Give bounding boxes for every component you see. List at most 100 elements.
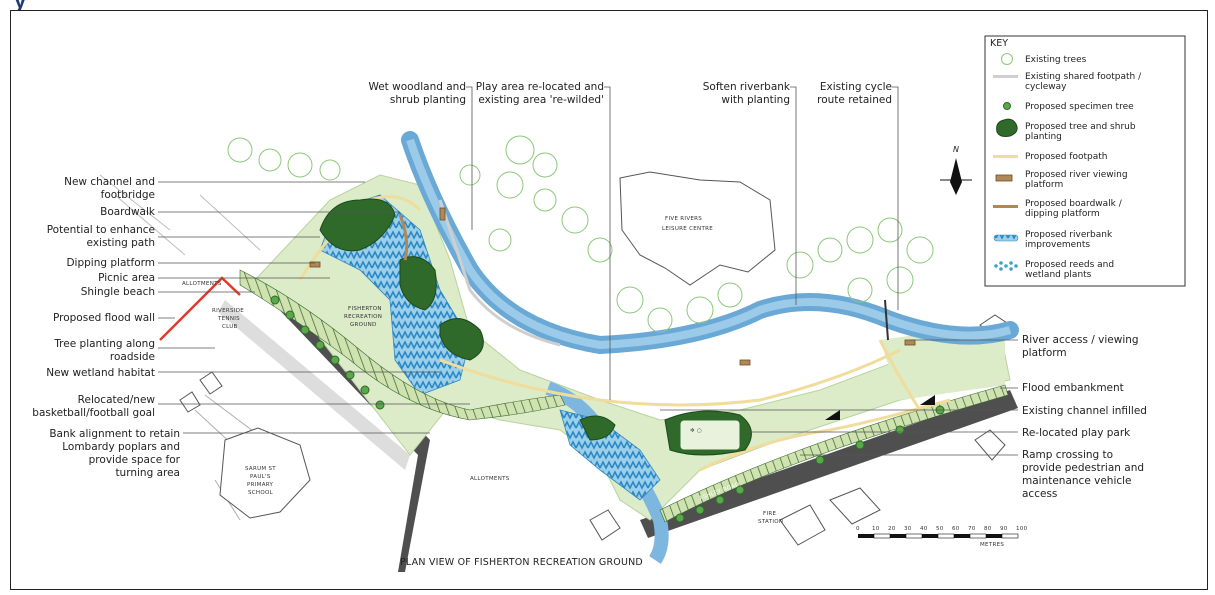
rec-ground-label-3: GROUND (350, 322, 377, 328)
svg-text:basketball/football goal: basketball/football goal (32, 407, 155, 419)
label-bank-4: turning area (115, 467, 180, 479)
reeds-wetland-icon (994, 261, 1018, 271)
label-basketball-2: basketball/football goal (32, 407, 155, 419)
north-label: N (953, 145, 959, 154)
tennis-label-2: TENNIS (217, 316, 240, 322)
shared-cycleway (438, 199, 561, 347)
svg-text:platform: platform (1025, 180, 1063, 190)
legend-item-shared-footpath: Existing shared footpath / cycleway (993, 72, 1142, 92)
label-wet-woodland-2: shrub planting (390, 94, 466, 106)
scale-unit: METRES (980, 542, 1004, 548)
map-title: PLAN VIEW OF FISHERTON RECREATION GROUND (400, 557, 643, 568)
label-play-area-1: Play area re-located and (476, 81, 604, 93)
svg-text:Proposed reeds and: Proposed reeds and (1025, 260, 1114, 270)
label-wet-woodland-1: Wet woodland and (368, 81, 466, 93)
label-ramp-3: maintenance vehicle (1022, 475, 1132, 487)
riverbank-improvement-icon (993, 234, 1019, 242)
allotments-top-label: ALLOTMENTS (182, 281, 222, 287)
rec-ground-label-2: RECREATION (344, 314, 382, 320)
scale-tick-label: 30 (904, 526, 912, 532)
svg-text:Potential to enhance: Potential to enhance (47, 224, 155, 236)
cycle-bridge (884, 299, 889, 341)
svg-text:Proposed boardwalk /: Proposed boardwalk / (1025, 199, 1123, 209)
proposed-footpath-icon (993, 155, 1018, 158)
existing-trees (227, 135, 934, 333)
label-dipping-platform: Dipping platform (66, 257, 155, 269)
scale-tick-label: 20 (888, 526, 896, 532)
play-park: ✲ ○ (679, 419, 741, 451)
leisure-label-1: FIVE RIVERS (665, 216, 702, 222)
school-label-1: SARUM ST (245, 466, 276, 472)
label-cycle-2: route retained (817, 94, 892, 106)
label-cycle-1: Existing cycle (820, 81, 892, 93)
label-flood-embankment: Flood embankment (1022, 382, 1124, 394)
school-label-3: PRIMARY (247, 482, 274, 488)
svg-text:Bank alignment to retain: Bank alignment to retain (49, 428, 180, 440)
svg-text:improvements: improvements (1025, 240, 1090, 250)
scale-tick-label: 40 (920, 526, 928, 532)
svg-text:New channel and: New channel and (64, 176, 155, 188)
svg-text:dipping platform: dipping platform (1025, 209, 1100, 219)
label-ramp-1: Ramp crossing to (1022, 449, 1113, 461)
existing-tree-icon (1001, 53, 1013, 65)
svg-text:Shingle beach: Shingle beach (81, 286, 155, 298)
fire-label-1: FIRE (763, 511, 777, 517)
label-tree-planting-2: roadside (110, 351, 155, 363)
tree-shrub-planting-icon (996, 118, 1018, 137)
scale-tick-label: 90 (1000, 526, 1008, 532)
svg-text:turning area: turning area (115, 467, 180, 479)
scale-tick-label: 50 (936, 526, 944, 532)
shared-footpath-icon (993, 75, 1018, 78)
label-tree-planting-1: Tree planting along (53, 338, 155, 350)
svg-text:Tree planting along: Tree planting along (53, 338, 155, 350)
label-play-area-2: existing area 're-wilded' (478, 94, 604, 106)
svg-text:Picnic area: Picnic area (98, 272, 155, 284)
legend-item-reeds: Proposed reeds and wetland plants (994, 260, 1114, 280)
allotments-bottom-label: ALLOTMENTS (470, 476, 510, 482)
label-new-channel-1: New channel and (64, 176, 155, 188)
school-label-4: SCHOOL (248, 490, 274, 496)
label-channel-infilled: Existing channel infilled (1022, 405, 1147, 417)
label-bank-1: Bank alignment to retain (49, 428, 180, 440)
river-viewing-platform-icon (995, 174, 1013, 182)
legend-box (984, 35, 1186, 287)
school-building (219, 427, 311, 519)
flood-embankment (239, 269, 566, 421)
specimen-tree-icon (1003, 102, 1011, 110)
scale-tick-label: 0 (856, 526, 860, 532)
svg-text:existing path: existing path (87, 237, 155, 249)
label-play-park: Re-located play park (1022, 427, 1131, 439)
label-boardwalk: Boardwalk (100, 206, 156, 218)
legend-item-existing-trees: Existing trees (1001, 53, 1087, 65)
legend-item-specimen-tree: Proposed specimen tree (1003, 102, 1134, 112)
svg-text:footbridge: footbridge (101, 189, 155, 201)
label-bank-3: provide space for (89, 454, 181, 466)
label-ramp-2: provide pedestrian and (1022, 462, 1144, 474)
svg-text:Boardwalk: Boardwalk (100, 206, 156, 218)
boardwalk-icon (993, 205, 1018, 208)
svg-text:planting: planting (1025, 132, 1062, 142)
scale-tick-label: 100 (1016, 526, 1028, 532)
leisure-label-2: LEISURE CENTRE (662, 226, 713, 232)
label-bank-2: Lombardy poplars and (62, 441, 180, 453)
scale-tick-label: 80 (984, 526, 992, 532)
label-flood-wall: Proposed flood wall (53, 312, 155, 324)
school-label-2: PAUL'S (250, 474, 271, 480)
svg-text:provide space for: provide space for (89, 454, 181, 466)
tennis-label-1: RIVERSIDE (212, 308, 244, 314)
label-river-access-2: platform (1022, 347, 1067, 359)
svg-text:Existing trees: Existing trees (1025, 55, 1087, 65)
svg-text:Lombardy poplars and: Lombardy poplars and (62, 441, 180, 453)
svg-text:Proposed specimen tree: Proposed specimen tree (1025, 102, 1134, 112)
scale-tick-label: 70 (968, 526, 976, 532)
label-picnic-area: Picnic area (98, 272, 155, 284)
legend-heading: KEY (990, 38, 1008, 49)
legend-item-tree-shrub: Proposed tree and shrub planting (996, 118, 1136, 142)
specimen-trees (270, 295, 945, 523)
svg-text:cycleway: cycleway (1025, 82, 1067, 92)
label-wetland: New wetland habitat (46, 367, 155, 379)
